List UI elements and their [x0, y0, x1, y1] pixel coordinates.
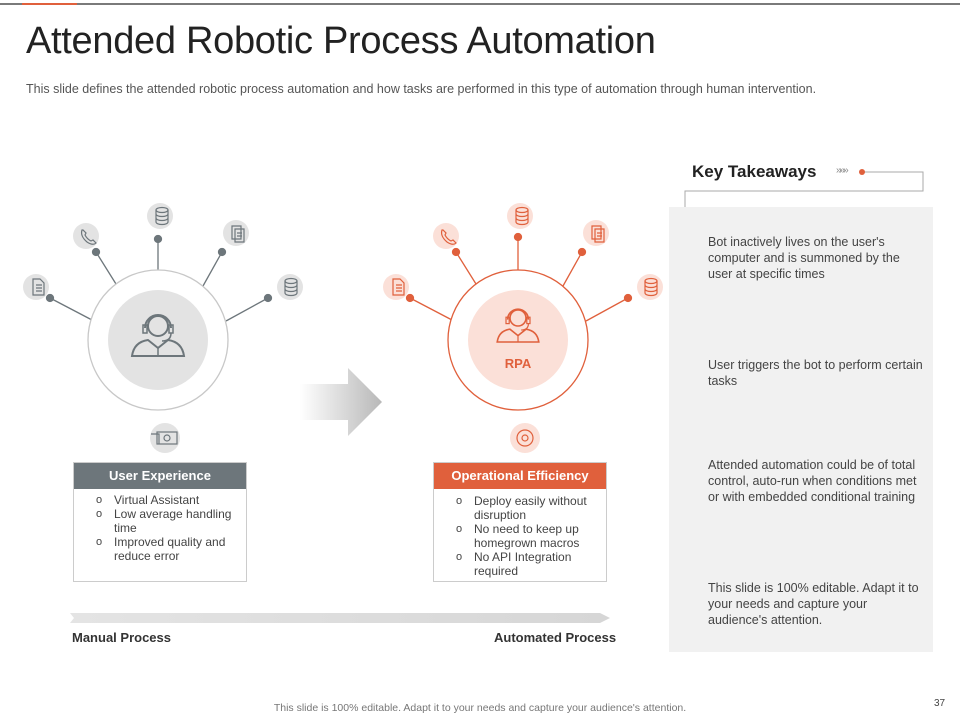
list-item: Low average handling time — [96, 507, 246, 535]
accent-dot — [859, 169, 865, 175]
user-experience-list: Virtual Assistant Low average handling t… — [74, 493, 246, 563]
page-subtitle: This slide defines the attended robotic … — [26, 82, 817, 96]
top-accent — [22, 3, 77, 5]
page-number: 37 — [934, 698, 946, 709]
takeaway-item: User triggers the bot to perform certain… — [708, 358, 923, 388]
page-title: Attended Robotic Process Automation — [26, 20, 656, 62]
monitor-settings-icon — [151, 431, 178, 445]
rpa-label: RPA — [505, 356, 532, 371]
right-spokes — [405, 232, 633, 322]
key-takeaways-title: Key Takeaways — [692, 162, 817, 181]
chevrons-icon: »»» — [836, 165, 849, 176]
list-item: Deploy easily without disruption — [456, 494, 606, 522]
operational-efficiency-title: Operational Efficiency — [434, 463, 606, 489]
arrow-icon — [300, 368, 382, 436]
top-rule — [0, 3, 960, 5]
takeaway-item: Attended automation could be of total co… — [708, 458, 917, 504]
key-takeaways-panel — [669, 207, 933, 652]
footer-text: This slide is 100% editable. Adapt it to… — [273, 702, 687, 714]
list-item: Virtual Assistant — [96, 493, 246, 507]
takeaway-item: Bot inactively lives on the user's compu… — [708, 235, 900, 281]
list-item: No API Integration required — [456, 550, 606, 578]
list-item: Improved quality and reduce error — [96, 535, 246, 563]
takeaway-item: This slide is 100% editable. Adapt it to… — [708, 581, 919, 627]
left-inner-circle — [108, 290, 208, 390]
process-bar — [70, 613, 610, 623]
gear-brain-icon — [516, 429, 534, 447]
operational-efficiency-box: Operational Efficiency Deploy easily wit… — [433, 462, 607, 582]
user-experience-box: User Experience Virtual Assistant Low av… — [73, 462, 247, 582]
manual-process-label: Manual Process — [72, 630, 171, 645]
operational-efficiency-list: Deploy easily without disruption No need… — [434, 494, 606, 578]
list-item: No need to keep up homegrown macros — [456, 522, 606, 550]
user-experience-title: User Experience — [74, 463, 246, 489]
left-spokes — [45, 234, 273, 322]
automated-process-label: Automated Process — [494, 630, 617, 645]
